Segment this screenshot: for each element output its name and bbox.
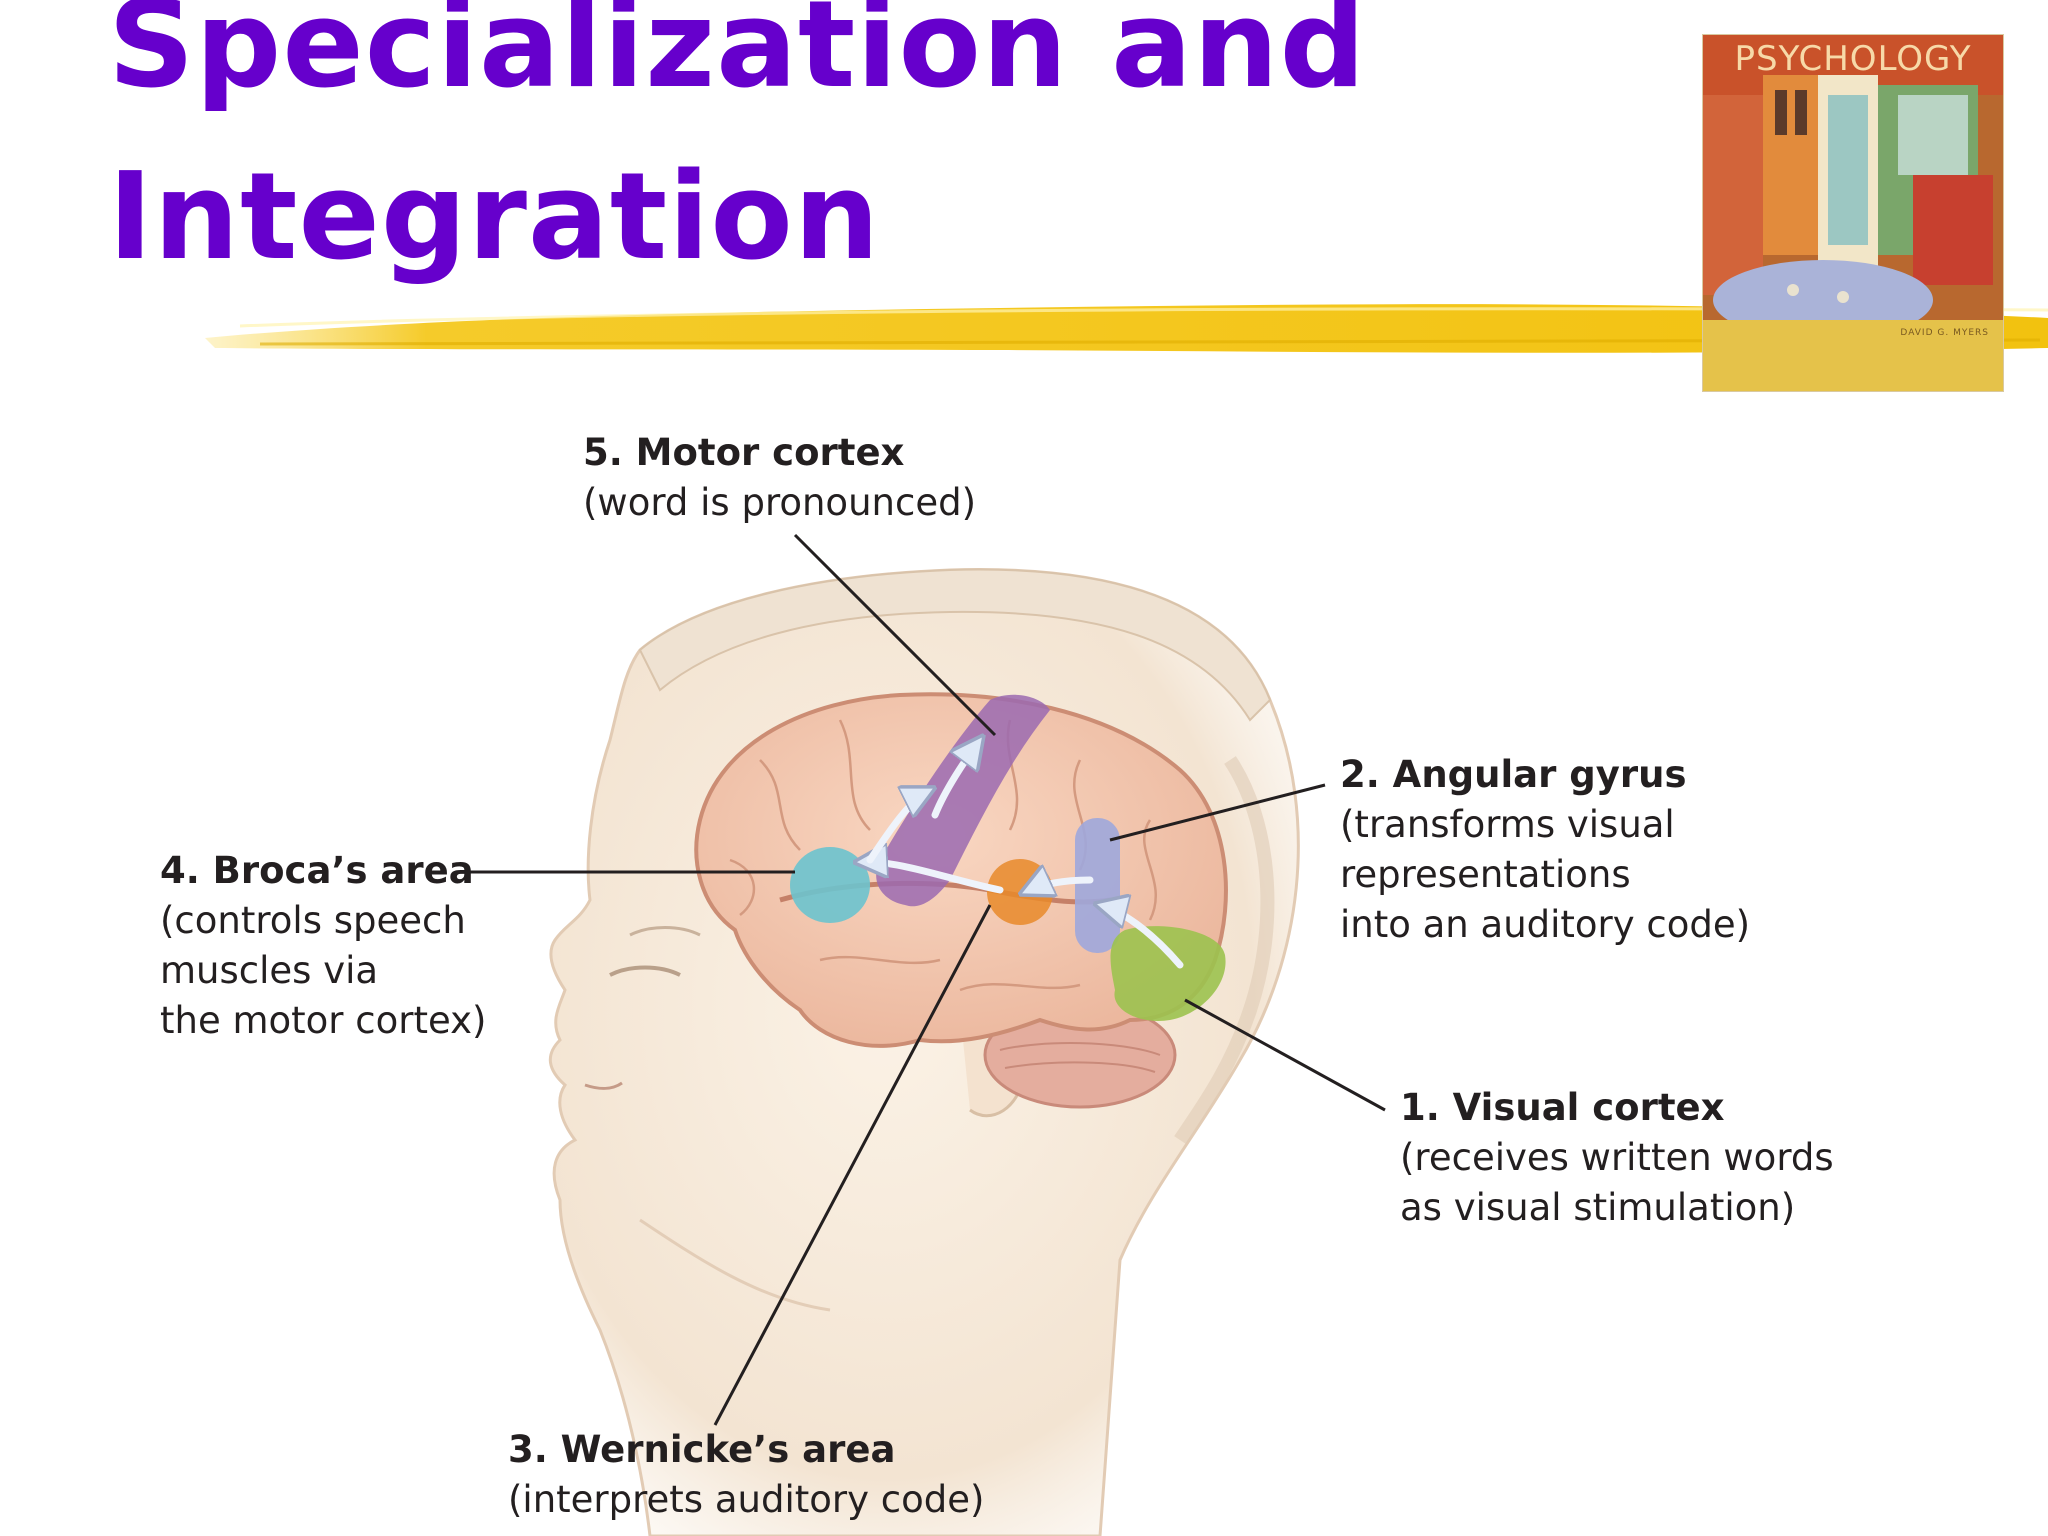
label-angular-gyrus: 2. Angular gyrus (transforms visual repr… <box>1340 750 1750 950</box>
label-angular-gyrus-desc-1: (transforms visual <box>1340 803 1675 846</box>
label-angular-gyrus-heading: 2. Angular gyrus <box>1340 753 1687 796</box>
label-wernickes-area: 3. Wernicke’s area (interprets auditory … <box>508 1425 984 1525</box>
label-brocas-area-desc-1: (controls speech <box>160 899 466 942</box>
label-angular-gyrus-desc-2: representations <box>1340 853 1631 896</box>
label-brocas-area-heading: 4. Broca’s area <box>160 849 474 892</box>
book-cover-painting <box>1703 35 2003 391</box>
label-brocas-area-desc-3: the motor cortex) <box>160 999 487 1042</box>
label-visual-cortex-desc-1: (receives written words <box>1400 1136 1834 1179</box>
label-brocas-area: 4. Broca’s area (controls speech muscles… <box>160 846 486 1046</box>
book-cover-title: PSYCHOLOGY <box>1734 39 1972 79</box>
book-cover-image: PSYCHOLOGY DAVID G. MYERS <box>1703 35 2003 391</box>
pathway-arrows <box>860 740 1184 969</box>
label-wernickes-area-heading: 3. Wernicke’s area <box>508 1428 896 1471</box>
label-angular-gyrus-desc-3: into an auditory code) <box>1340 903 1751 946</box>
label-motor-cortex-heading: 5. Motor cortex <box>583 431 905 474</box>
motor-cortex-region <box>876 694 1050 907</box>
label-motor-cortex: 5. Motor cortex (word is pronounced) <box>583 428 976 528</box>
label-motor-cortex-desc-1: (word is pronounced) <box>583 481 976 524</box>
label-wernickes-area-desc-1: (interprets auditory code) <box>508 1478 985 1521</box>
slide-title: Specialization and Integration <box>108 0 1367 304</box>
label-visual-cortex-heading: 1. Visual cortex <box>1400 1086 1725 1129</box>
title-line-1: Specialization and <box>108 0 1367 115</box>
visual-cortex-region <box>1110 926 1226 1021</box>
brocas-area-region <box>790 847 870 923</box>
label-visual-cortex: 1. Visual cortex (receives written words… <box>1400 1083 1834 1233</box>
leader-lines <box>462 533 1386 1426</box>
book-cover-author: DAVID G. MYERS <box>1900 328 1989 338</box>
title-line-2: Integration <box>108 148 881 287</box>
label-brocas-area-desc-2: muscles via <box>160 949 379 992</box>
label-visual-cortex-desc-2: as visual stimulation) <box>1400 1186 1796 1229</box>
